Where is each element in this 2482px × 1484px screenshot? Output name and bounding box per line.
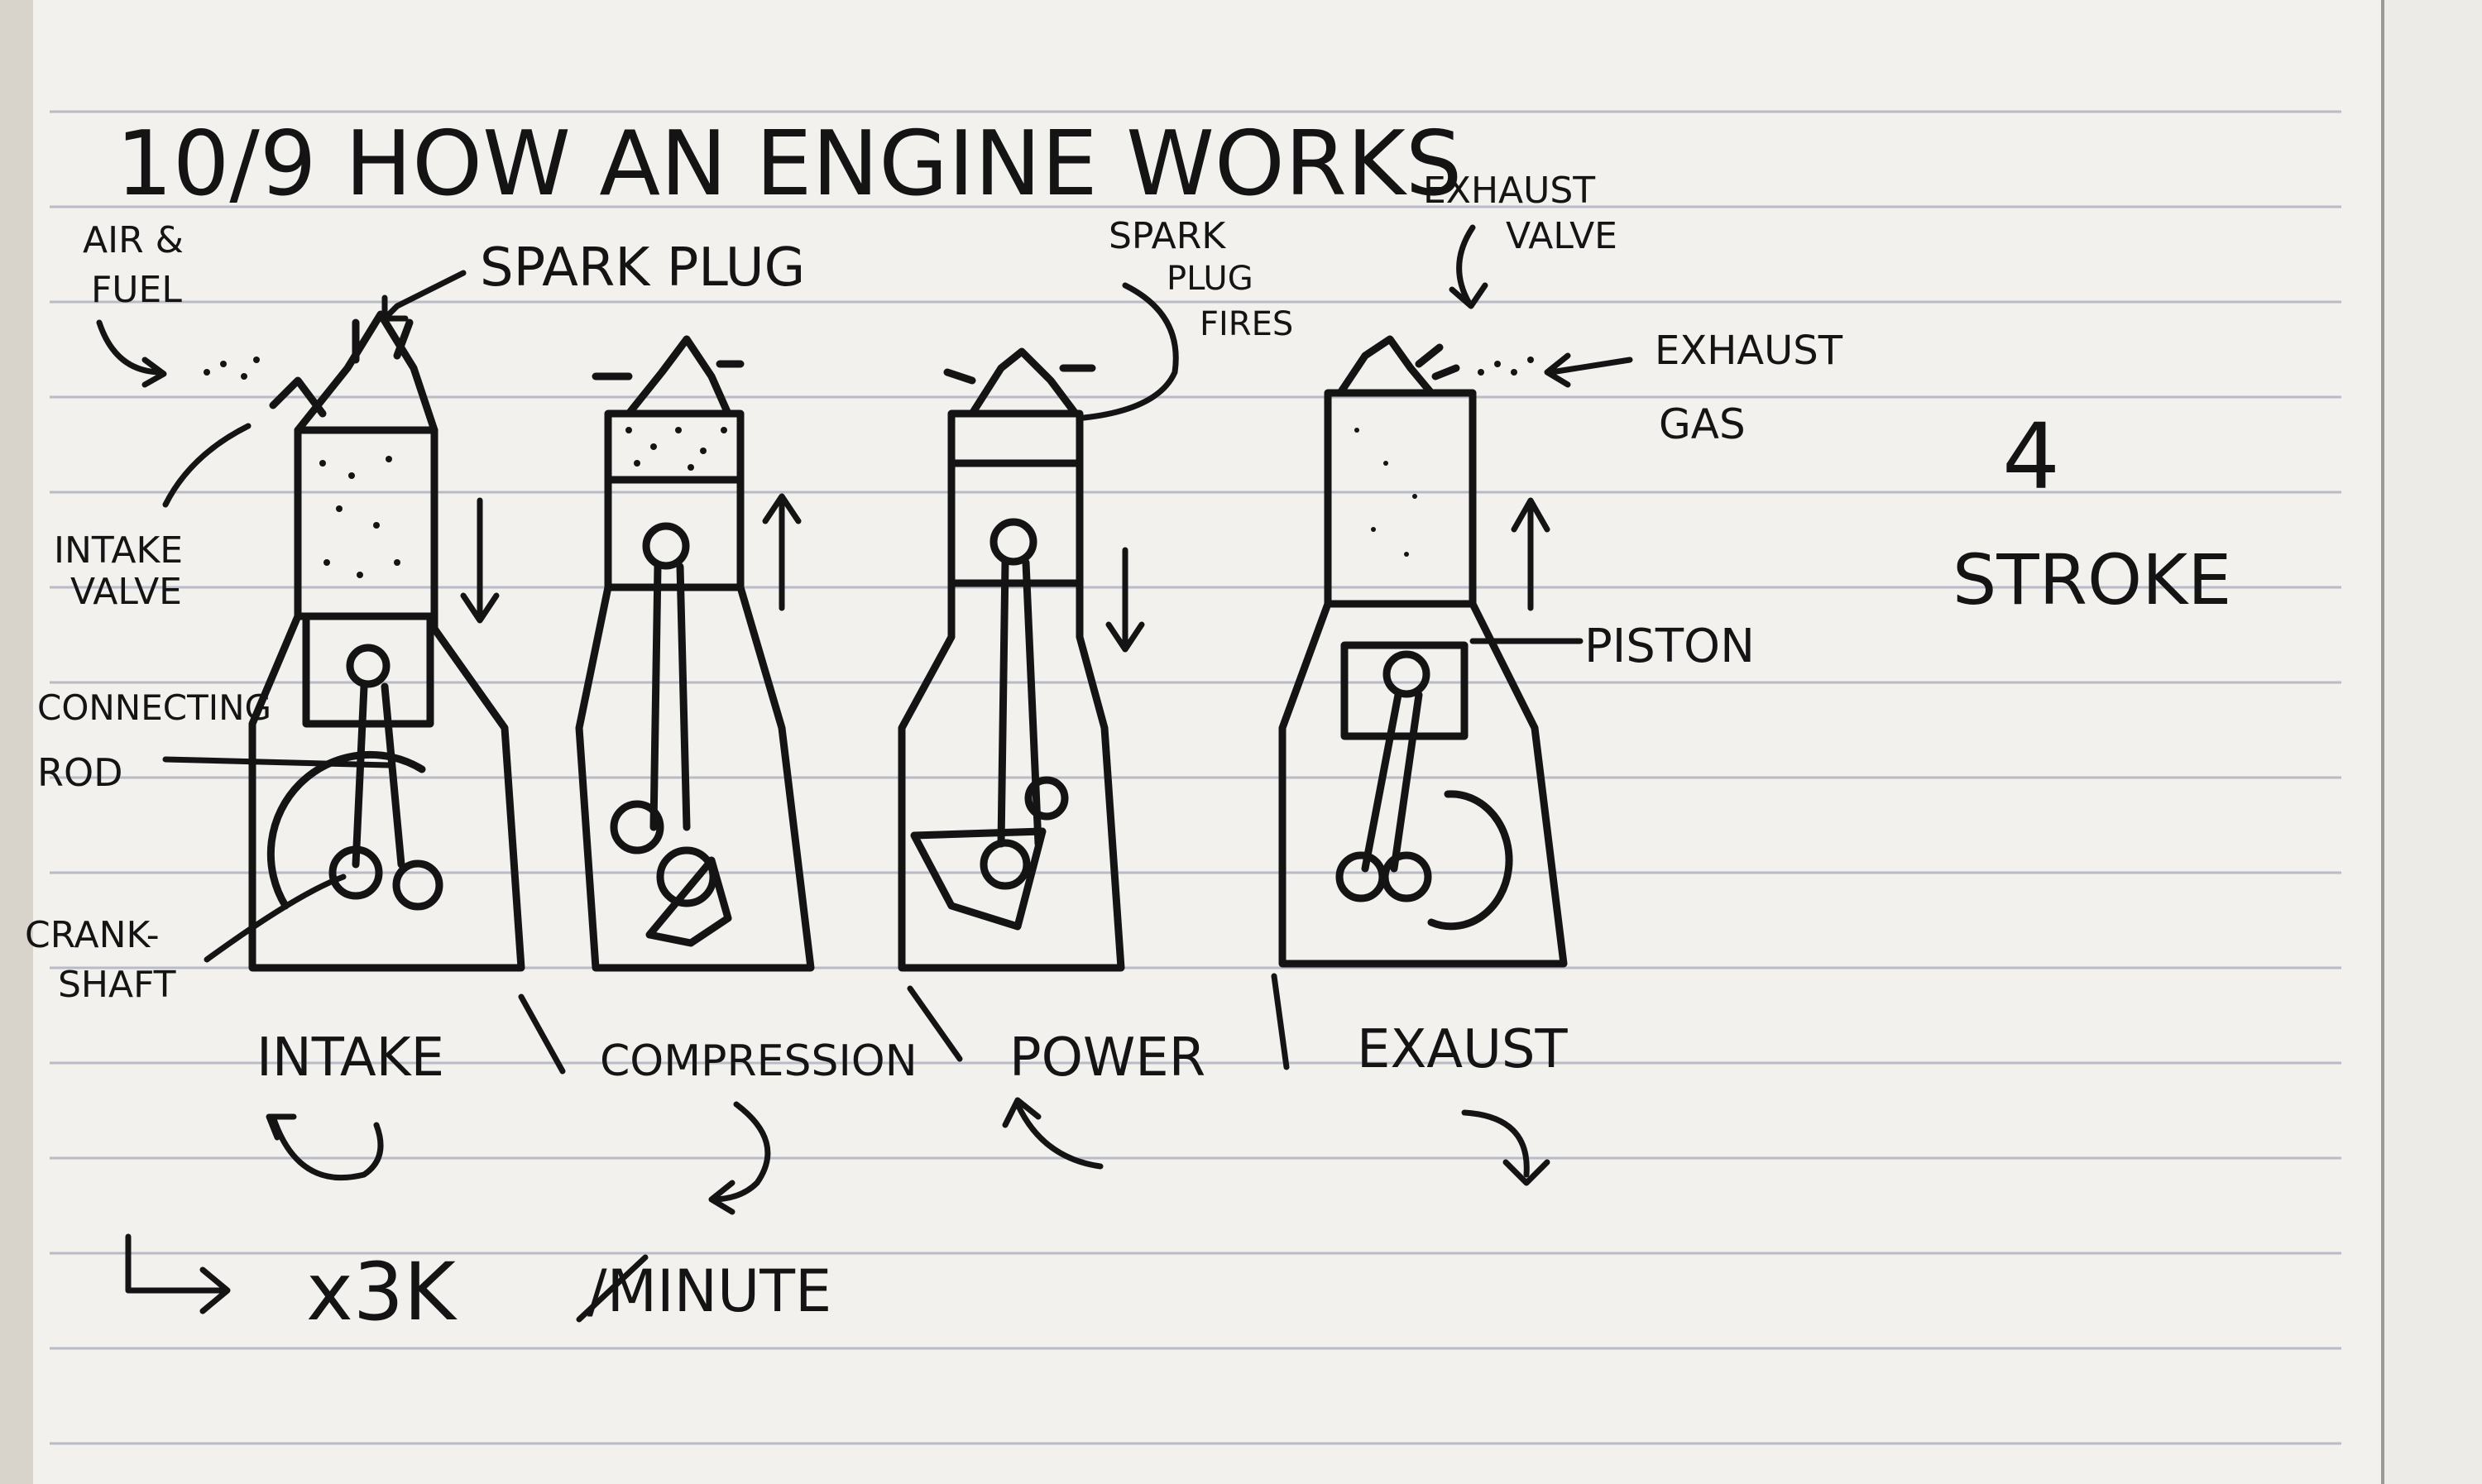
spark-plug-fires-label-3: FIRES [1200, 305, 1293, 343]
rate-value: x3K [306, 1246, 458, 1338]
dividers [518, 973, 1290, 1075]
spark-fires-callout [1080, 282, 1179, 421]
cylinder-compression [575, 335, 815, 972]
crankshaft-label-1: CRANK- [25, 914, 160, 956]
cycle-arrow-3 [1002, 1097, 1104, 1170]
arrow-up-exhaust [1511, 497, 1550, 611]
page-title: 10/9 HOW AN ENGINE WORKS [116, 112, 1462, 216]
connecting-rod-label-2: ROD [37, 750, 123, 795]
four-label: 4 [2002, 404, 2060, 510]
air-fuel-label-1: AIR & [83, 219, 184, 261]
stroke-name-power: POWER [1009, 1027, 1205, 1089]
air-fuel-callout [96, 319, 167, 388]
arrow-down-intake [460, 497, 500, 624]
paper [33, 0, 2383, 1484]
next-page-edge [2383, 0, 2482, 1484]
rate-arrow [125, 1233, 231, 1314]
labels: AIR & FUEL SPARK PLUG INTAKE VALVE CONNE… [25, 170, 2231, 1338]
exhaust-valve-label-1: EXHAUST [1423, 170, 1595, 212]
arrow-down-power [1105, 547, 1145, 653]
cycle-arrow-1 [266, 1113, 384, 1181]
rate-unit: /MINUTE [587, 1257, 831, 1325]
piston-label: PISTON [1584, 620, 1755, 673]
cylinder-power [898, 347, 1125, 972]
exhaust-valve-callout [1449, 224, 1488, 309]
intake-valve-label-2: VALVE [70, 571, 182, 613]
exhaust-gas-label-2: GAS [1659, 400, 1746, 448]
arrows-and-callouts [96, 224, 1633, 1323]
spark-plug-fires-label-1: SPARK [1109, 215, 1226, 257]
exhaust-gas-callout [1544, 352, 1633, 388]
intake-valve-label-1: INTAKE [54, 529, 183, 572]
intake-valve-callout [162, 423, 252, 508]
crankshaft-label-2: SHAFT [58, 964, 176, 1006]
arrow-up-compression [762, 493, 802, 611]
gas-speckles [204, 357, 1534, 578]
spark-plug-fires-label-2: PLUG [1167, 260, 1253, 298]
cylinder-exhaust [1278, 335, 1568, 968]
stroke-name-exaust: EXAUST [1357, 1019, 1569, 1080]
stroke-name-compression: COMPRESSION [600, 1036, 918, 1086]
cylinder-drawings [248, 310, 1568, 972]
rate-slash [576, 1254, 649, 1323]
connecting-rod-callout [162, 756, 392, 768]
stroke-name-intake: INTAKE [256, 1027, 444, 1089]
stroke-label: STROKE [1953, 539, 2231, 620]
exhaust-gas-label-1: EXHAUST [1655, 328, 1843, 374]
cycle-arrow-4 [1461, 1109, 1550, 1186]
exhaust-valve-label-2: VALVE [1506, 215, 1617, 257]
spark-plug-callout [381, 270, 467, 322]
connecting-rod-label-1: CONNECTING [37, 687, 271, 728]
spark-plug-label: SPARK PLUG [480, 237, 805, 299]
crankshaft-callout [204, 874, 347, 963]
cycle-arrow-2 [708, 1101, 771, 1215]
cylinder-intake [248, 310, 525, 972]
air-fuel-label-2: FUEL [91, 269, 182, 311]
